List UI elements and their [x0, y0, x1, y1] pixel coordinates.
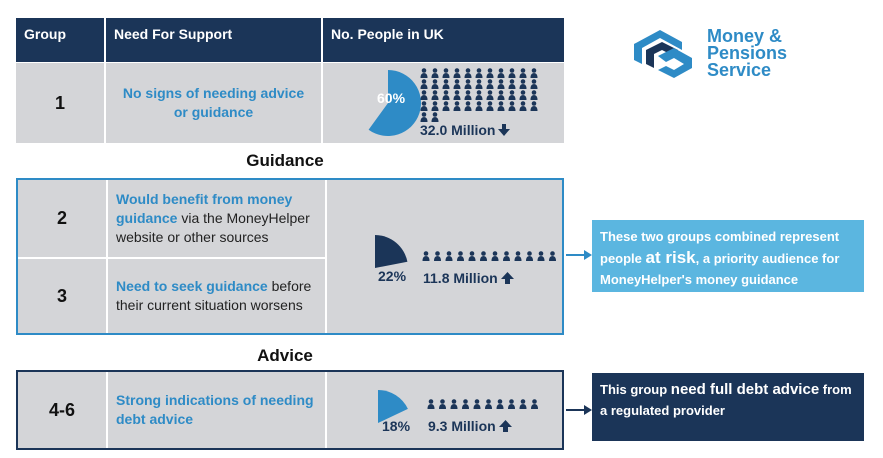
advice-pie: [378, 389, 408, 423]
guidance-percent: 22%: [378, 268, 407, 284]
header-group: Group: [16, 18, 106, 62]
group-2-number: 2: [56, 208, 67, 228]
group-number: 1: [16, 63, 106, 143]
guidance-pie: [375, 235, 408, 268]
logo-line-2: Pensions: [707, 43, 788, 63]
arrow-up-icon: [498, 420, 512, 432]
group-2-need-rest: via the MoneyHelper website or other sou…: [116, 210, 310, 245]
group-3-number: 3: [56, 285, 67, 306]
group-3-need-rest: before their current situation worsens: [116, 278, 312, 313]
pie-slice: [375, 235, 408, 268]
logo-line-3: Service: [707, 60, 772, 80]
advice-group-number: 4-6: [48, 399, 75, 420]
table-header: Group Need For Support No. People in UK: [16, 18, 564, 62]
callout-text: This group: [600, 382, 668, 397]
pie-slice: [368, 70, 421, 136]
group-1-people-count: 32.0 Million: [420, 122, 511, 138]
arrow-down-icon: [498, 124, 511, 136]
people-count-text: 11.8 Million: [423, 270, 498, 286]
logo-line-1: Money &: [707, 26, 783, 46]
divider: [106, 180, 108, 333]
group-need: No signs of needing advice or guidance: [106, 63, 323, 143]
advice-need: Strong indications of needing debt advic…: [116, 392, 314, 427]
mps-logo-icon: [634, 30, 692, 78]
divider: [106, 372, 108, 448]
callout-emphasis: need full debt advice: [670, 381, 820, 398]
advice-title: Advice: [257, 346, 313, 365]
group-3-need-highlight: Need to seek guidance: [116, 278, 268, 294]
advice-people-icons: [427, 398, 542, 416]
people-count-text: 9.3 Million: [428, 418, 496, 434]
header-need: Need For Support: [106, 18, 323, 62]
group-2-need: Would benefit from money guidance via th…: [108, 180, 325, 257]
group-2-need-highlight: Would benefit from money guidance: [116, 191, 293, 226]
divider: [325, 180, 327, 333]
advice-callout: This group need full debt advice from a …: [592, 373, 864, 441]
person-icon: [422, 251, 556, 261]
group-1-percent: 60%: [377, 90, 406, 106]
group-1-people-icons: [420, 68, 541, 128]
arrow-right-icon: [566, 405, 592, 415]
guidance-title: Guidance: [246, 151, 324, 170]
header-people: No. People in UK: [331, 26, 444, 42]
person-icon: [420, 68, 538, 122]
divider: [18, 257, 325, 259]
arrow-up-icon: [500, 272, 514, 284]
advice-percent: 18%: [382, 418, 411, 434]
advice-people-count: 9.3 Million: [428, 418, 512, 434]
callout-text: These two groups combined represent peop…: [600, 229, 840, 266]
group-1-pie: [368, 70, 421, 136]
guidance-people-count: 11.8 Million: [423, 270, 514, 286]
group-1-row: 1 No signs of needing advice or guidance: [16, 63, 564, 143]
arrow-right-icon: [566, 250, 592, 260]
divider: [325, 372, 327, 448]
people-count-text: 32.0 Million: [420, 122, 496, 138]
guidance-callout: These two groups combined represent peop…: [592, 220, 864, 292]
person-icon: [427, 399, 538, 409]
group-3-need: Need to seek guidance before their curre…: [108, 259, 325, 333]
pie-slice: [378, 389, 408, 423]
callout-emphasis: at risk: [645, 248, 696, 267]
callout-text: , a priority audience for MoneyHelper's …: [600, 251, 840, 287]
callout-text: from a regulated provider: [600, 382, 852, 418]
guidance-people-icons: [422, 250, 560, 268]
logo-text: Money & Pensions Service: [707, 26, 788, 80]
advice-box: 4-6 Strong indications of needing debt a…: [16, 370, 564, 450]
